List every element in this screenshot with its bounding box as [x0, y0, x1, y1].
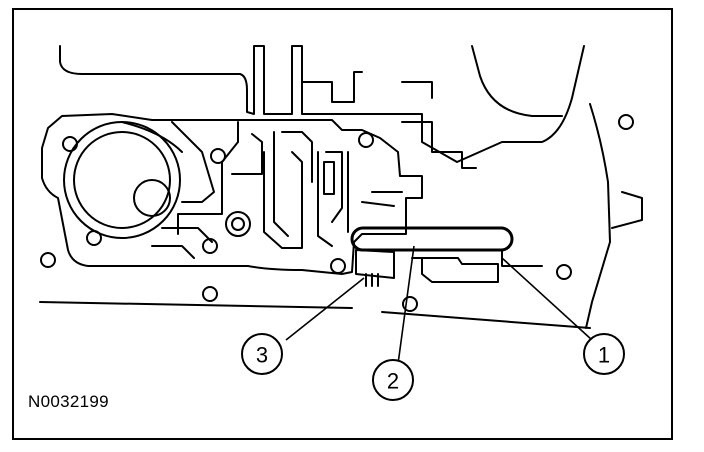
casting-outline — [59, 45, 585, 163]
leader-1 — [501, 257, 593, 341]
callout-1-label: 1 — [598, 343, 610, 368]
leader-3 — [285, 277, 365, 341]
figure-id-label: N0032199 — [28, 392, 109, 411]
callout-2: 2 — [372, 359, 414, 401]
retaining-clip — [350, 226, 514, 252]
leader-2 — [397, 245, 415, 365]
large-bore — [73, 131, 171, 229]
casting-upper-right — [471, 45, 563, 117]
diagram-frame: 1 2 3 — [12, 8, 673, 440]
right-edge — [611, 191, 643, 229]
valve-bore-lower — [355, 249, 395, 279]
callout-1: 1 — [583, 333, 625, 375]
right-housing — [585, 103, 611, 329]
callout-2-label: 2 — [387, 369, 399, 394]
bottom-edge — [39, 301, 591, 329]
callout-3-label: 3 — [256, 343, 268, 368]
valve-body-drawing: 1 2 3 — [39, 45, 643, 401]
valve-plate-outline — [41, 113, 423, 275]
callout-3: 3 — [241, 333, 283, 375]
